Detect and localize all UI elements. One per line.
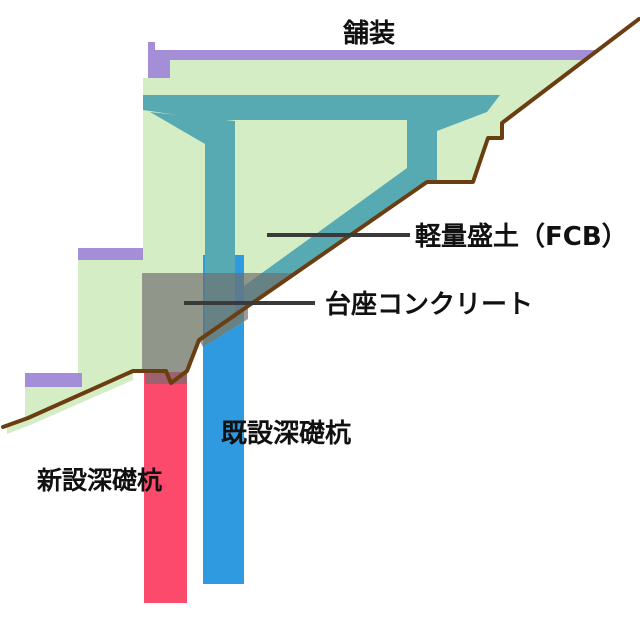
new-pile-shape [144, 372, 187, 603]
label-pedestal-concrete: 台座コンクリート [325, 289, 533, 320]
pavement-middle-strip [78, 248, 143, 260]
label-pavement: 舗装 [342, 19, 395, 49]
ground-surface-line [1, 17, 640, 429]
viaduct-beam [143, 95, 500, 131]
pavement-lower-strip [25, 373, 82, 387]
pavement-upper-strip [148, 42, 597, 78]
label-existing-pile: 既設深礎杭 [221, 419, 351, 449]
label-new-pile: 新設深礎杭 [36, 466, 162, 495]
label-lightweight-fill: 軽量盛土（FCB） [415, 221, 628, 252]
